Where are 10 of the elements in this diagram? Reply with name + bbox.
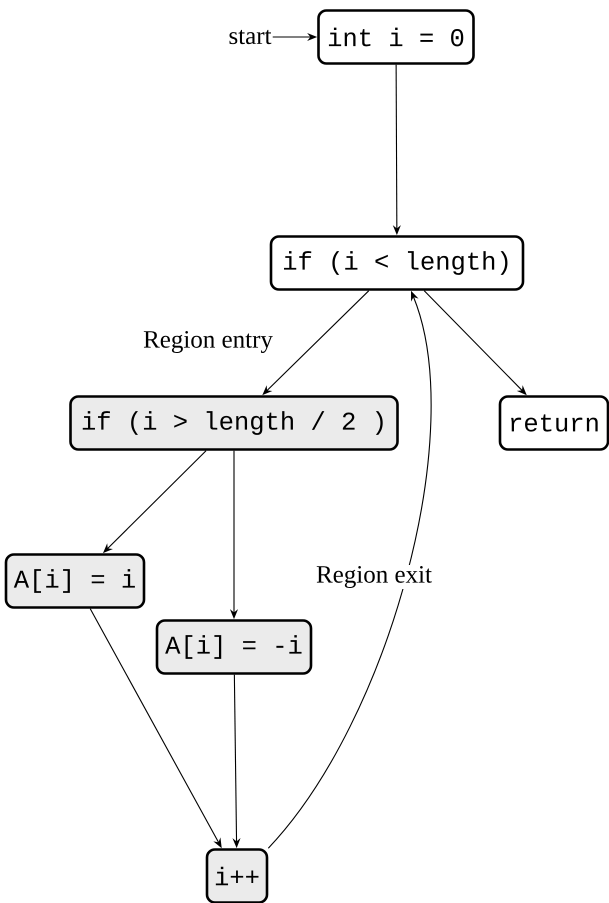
start-label: start bbox=[230, 30, 272, 44]
code-box: if (i < length) bbox=[270, 235, 524, 291]
edge-label: Region exit bbox=[315, 565, 433, 589]
edge-label: Region entry bbox=[142, 330, 274, 354]
code-box: A[i] = -i bbox=[156, 619, 312, 675]
code-box: int i = 0 bbox=[317, 9, 475, 65]
code-box: return bbox=[498, 395, 609, 451]
code-box: i++ bbox=[206, 848, 268, 903]
code-box: A[i] = i bbox=[4, 553, 146, 609]
code-box: if (i > length / 2 ) bbox=[69, 395, 399, 451]
